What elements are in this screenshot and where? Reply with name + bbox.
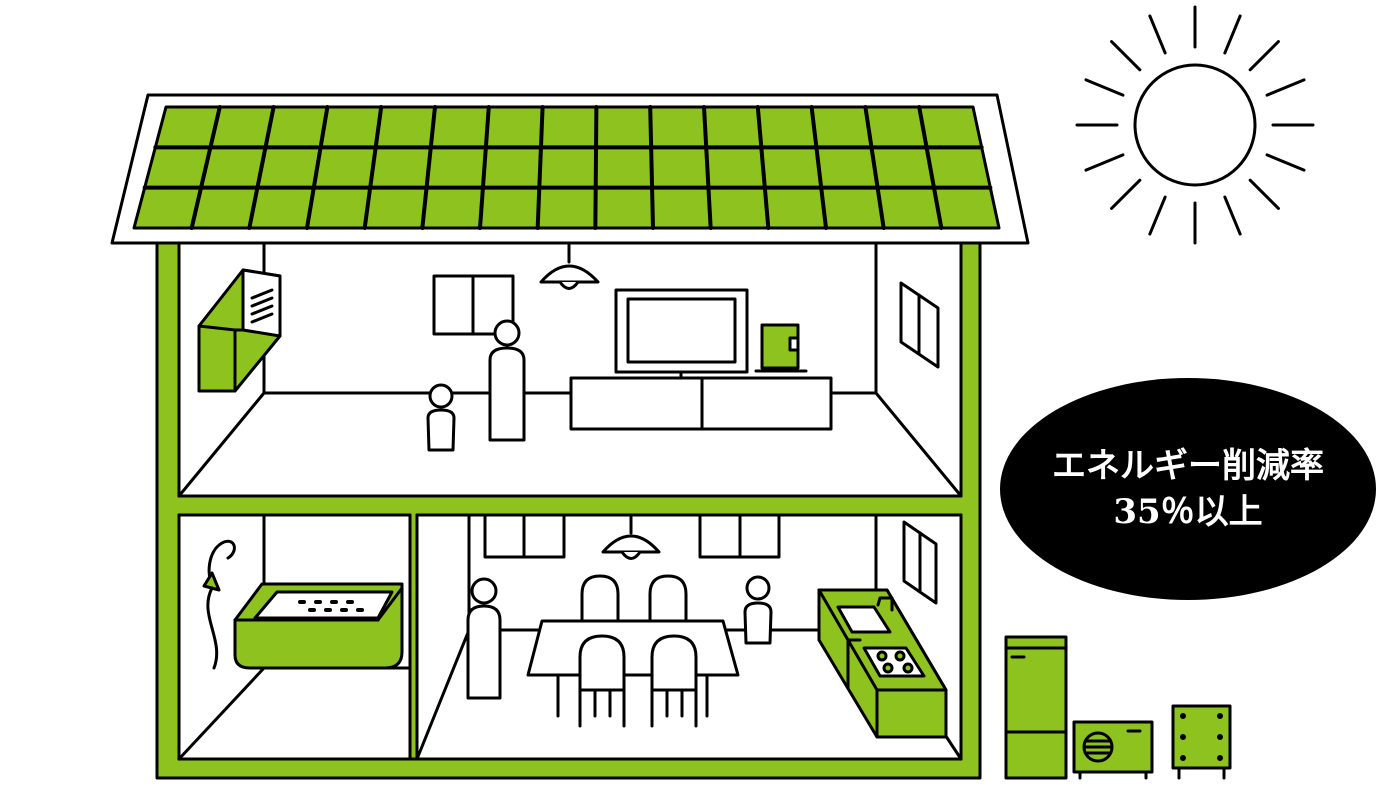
sun-ray [1110, 178, 1142, 210]
person-icon [488, 319, 526, 442]
panel-divider [593, 105, 599, 230]
television-icon [614, 288, 749, 380]
tv-cabinet [569, 376, 833, 431]
sun-ray [1148, 195, 1167, 236]
energy-reduction-badge: エネルギー削減率 35％以上 [1000, 378, 1376, 600]
panel-divider [809, 105, 828, 230]
sun-ray [1248, 178, 1280, 210]
sun-ray [1148, 14, 1167, 55]
chair-icon [580, 574, 688, 623]
badge-line-2: 35％以上 [1113, 492, 1263, 532]
power-conditioner-icon [1171, 704, 1232, 780]
panel-divider [362, 105, 384, 230]
shower-icon [202, 539, 236, 670]
sun-ray [1110, 40, 1142, 72]
panel-divider [863, 105, 886, 230]
panel-divider [917, 105, 944, 230]
bathtub-icon [233, 582, 404, 670]
sun-ray [1248, 40, 1280, 72]
storage-battery-icon [1004, 635, 1068, 780]
panel-divider [535, 105, 545, 230]
person-icon [466, 577, 502, 700]
sun-ray [1265, 153, 1306, 172]
speaker-icon [754, 323, 808, 373]
badge-line-1: エネルギー削減率 [1052, 446, 1324, 486]
sun-ray [1265, 78, 1306, 97]
kitchen-counter-icon [817, 588, 948, 739]
panel-divider [305, 105, 330, 230]
solar-panel-icon [132, 105, 1001, 230]
air-conditioner-icon [197, 268, 282, 393]
lamp-icon [539, 241, 600, 290]
panel-divider [478, 105, 491, 230]
child-icon [426, 383, 456, 452]
sun-ray [1223, 14, 1242, 55]
heat-pump-unit-icon [1072, 720, 1154, 780]
panel-divider [420, 105, 437, 230]
child-icon [743, 575, 773, 645]
panel-divider [702, 105, 713, 230]
panel-divider [247, 105, 276, 230]
chair-icon [578, 634, 698, 728]
lamp-icon [601, 513, 661, 560]
panel-divider [648, 105, 655, 230]
panel-divider [755, 105, 771, 230]
sun-ray [1084, 153, 1125, 172]
sun-icon [1075, 5, 1315, 245]
panel-divider [189, 105, 222, 230]
sun-ray [1223, 195, 1242, 236]
sun-ray [1084, 78, 1125, 97]
